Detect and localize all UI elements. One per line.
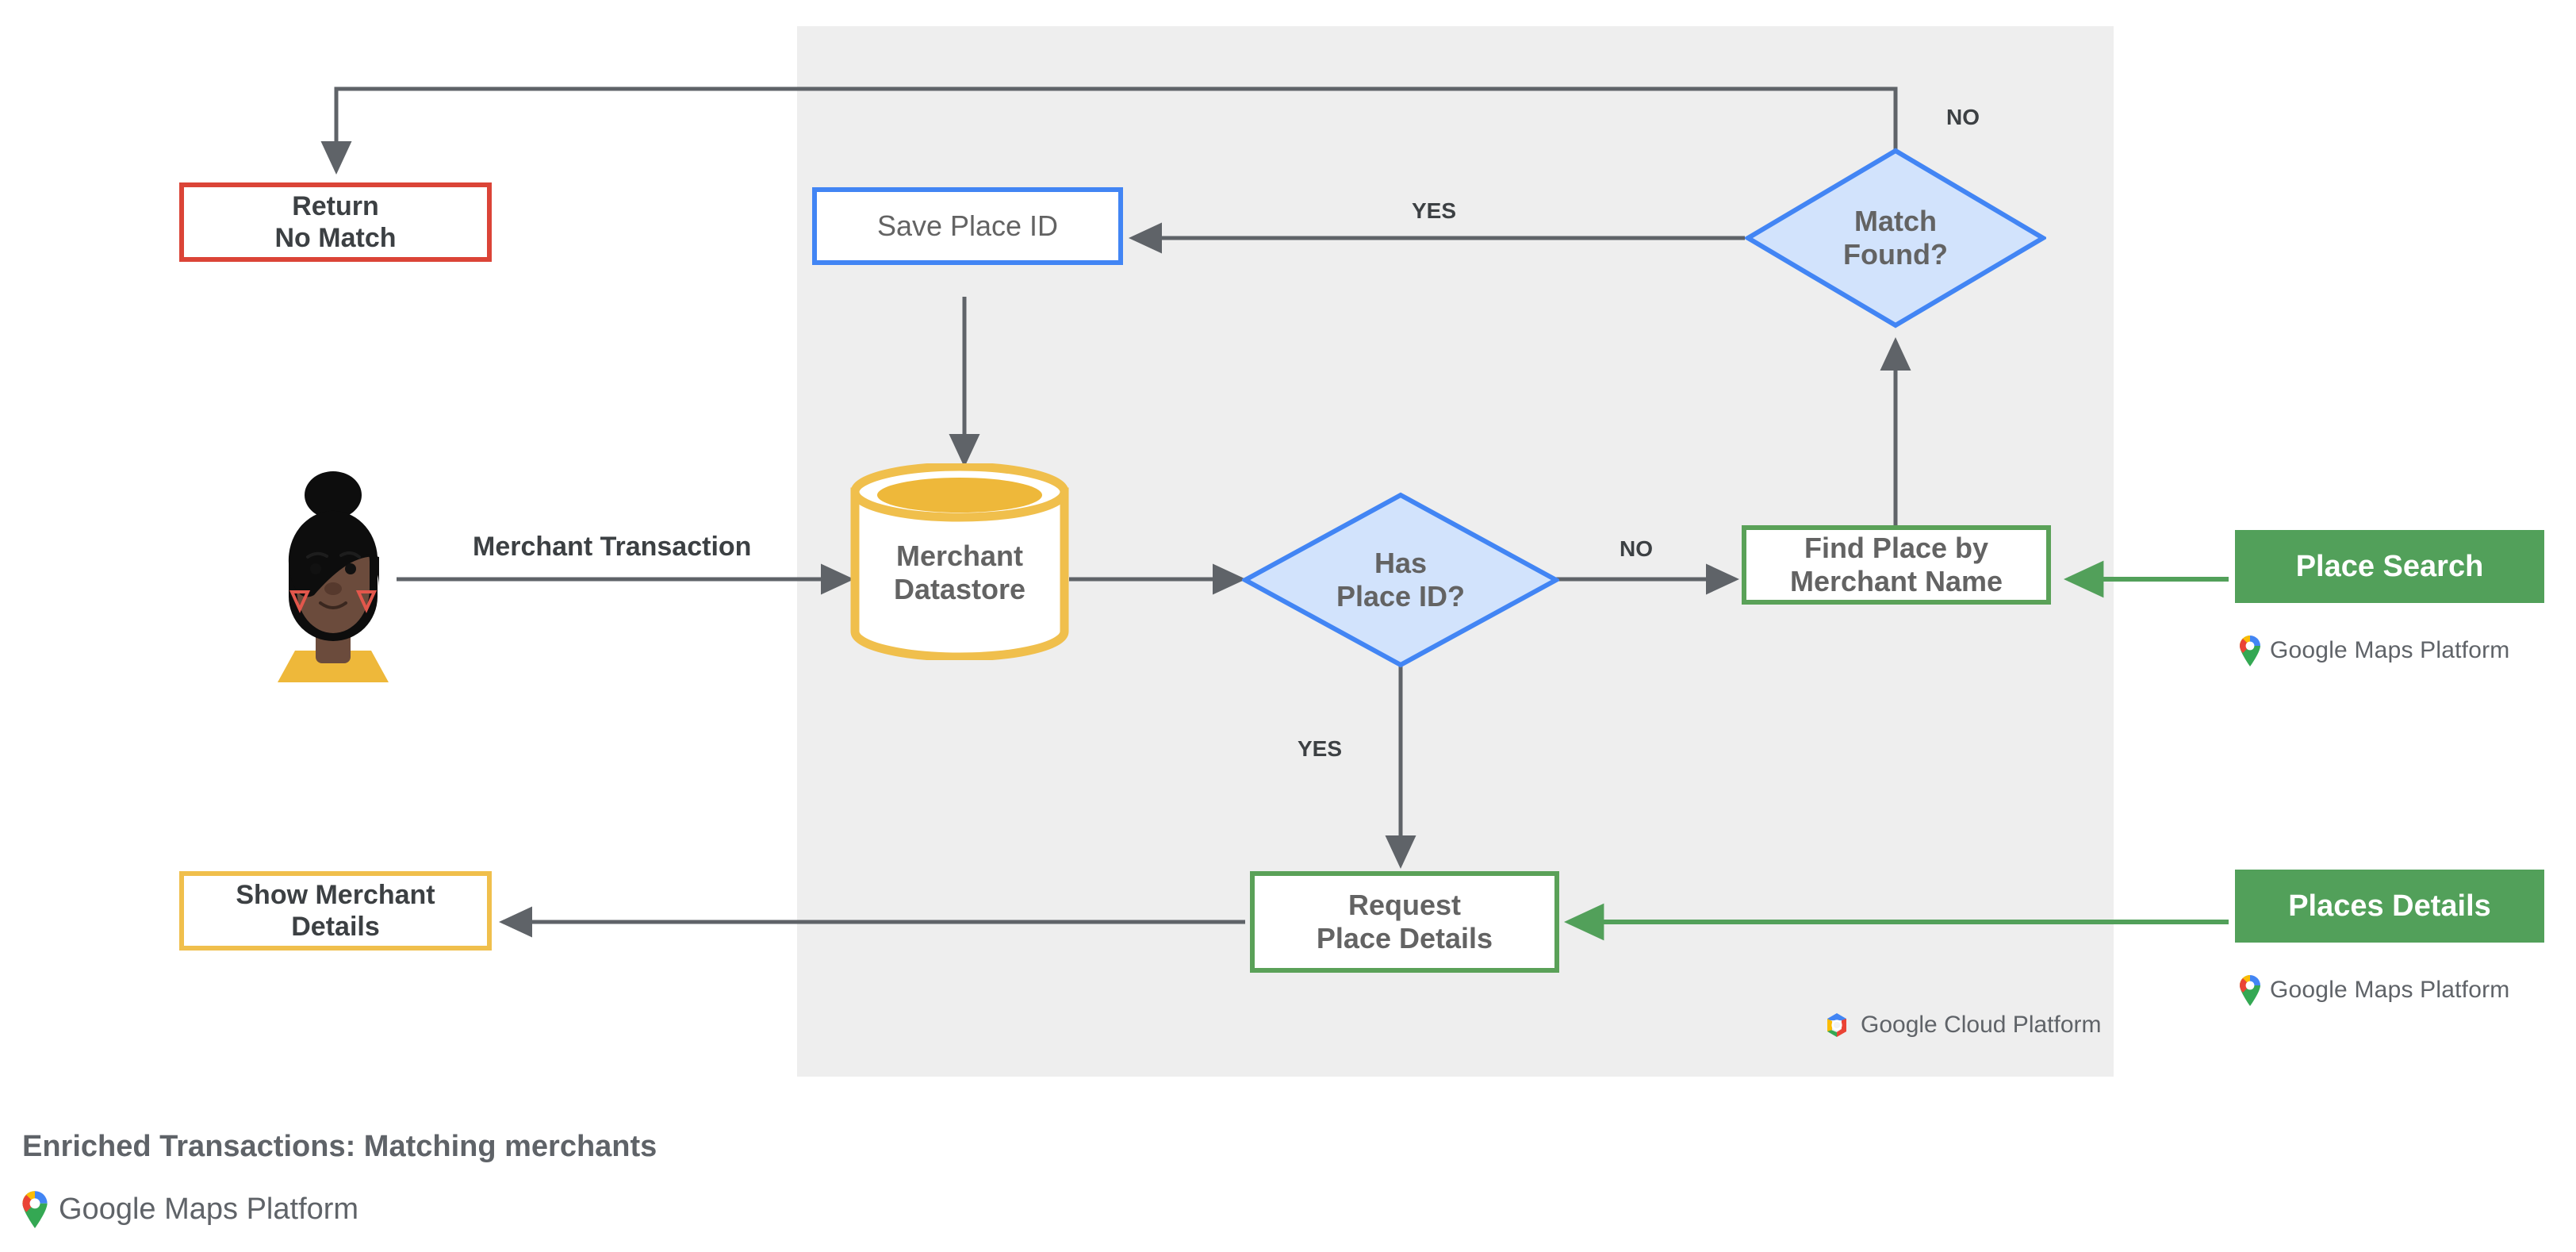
merchant-datastore-cylinder-shape — [850, 462, 1069, 662]
chip-place-search-label: Place Search — [2295, 549, 2484, 583]
logo-google-maps-platform-place-search: Google Maps Platform — [2238, 635, 2509, 666]
logo-text-google-cloud-platform: Google Cloud Platform — [1861, 1012, 2102, 1038]
avatar-illustration — [278, 471, 389, 682]
node-find-place-by-merchant-name-label: Find Place by Merchant Name — [1789, 531, 2003, 597]
node-show-merchant-details[interactable]: Show Merchant Details — [179, 871, 492, 951]
edge-label-match-found-yes: YES — [1412, 198, 1457, 223]
page-title: Enriched Transactions: Matching merchant… — [22, 1130, 657, 1163]
edge-label-has-place-id-yes: YES — [1298, 736, 1343, 761]
edge-label-merchant-transaction: Merchant Transaction — [473, 532, 752, 562]
google-cloud-hexagon-icon — [1827, 1013, 1846, 1037]
chip-places-details[interactable]: Places Details — [2235, 870, 2544, 943]
node-request-place-details[interactable]: Request Place Details — [1250, 871, 1559, 973]
node-save-place-id-label: Save Place ID — [876, 209, 1059, 242]
logo-google-maps-platform-places-details: Google Maps Platform — [2238, 974, 2509, 1006]
node-merchant-datastore[interactable]: Merchant Datastore — [850, 462, 1069, 662]
node-show-merchant-details-label: Show Merchant Details — [236, 879, 435, 942]
node-find-place-by-merchant-name[interactable]: Find Place by Merchant Name — [1742, 525, 2051, 605]
edge-label-has-place-id-no: NO — [1620, 536, 1653, 561]
footer-logo-text: Google Maps Platform — [59, 1192, 359, 1226]
node-save-place-id[interactable]: Save Place ID — [812, 187, 1123, 265]
node-match-found[interactable]: Match Found? — [1745, 148, 2046, 328]
match-found-diamond-shape — [1745, 148, 2046, 328]
node-request-place-details-label: Request Place Details — [1316, 888, 1493, 954]
node-return-no-match-label: Return No Match — [274, 190, 397, 253]
chip-place-search[interactable]: Place Search — [2235, 530, 2544, 603]
node-has-place-id[interactable]: Has Place ID? — [1242, 492, 1559, 668]
logo-text-google-maps-platform: Google Maps Platform — [2270, 637, 2510, 663]
merchant-customer-avatar — [262, 460, 404, 682]
has-place-id-diamond-shape — [1242, 492, 1559, 668]
node-return-no-match[interactable]: Return No Match — [179, 182, 492, 262]
logo-google-cloud-platform: Google Cloud Platform — [1823, 1011, 2102, 1039]
chip-places-details-label: Places Details — [2288, 889, 2491, 923]
google-maps-pin-icon — [22, 1191, 48, 1228]
logo-text-google-maps-platform: Google Maps Platform — [2270, 977, 2510, 1003]
edge-label-match-found-no: NO — [1946, 105, 1980, 129]
footer-logo-google-maps-platform: Google Maps Platform — [21, 1190, 358, 1228]
google-maps-pin-icon — [2240, 975, 2260, 1006]
google-maps-pin-icon — [2240, 636, 2260, 666]
